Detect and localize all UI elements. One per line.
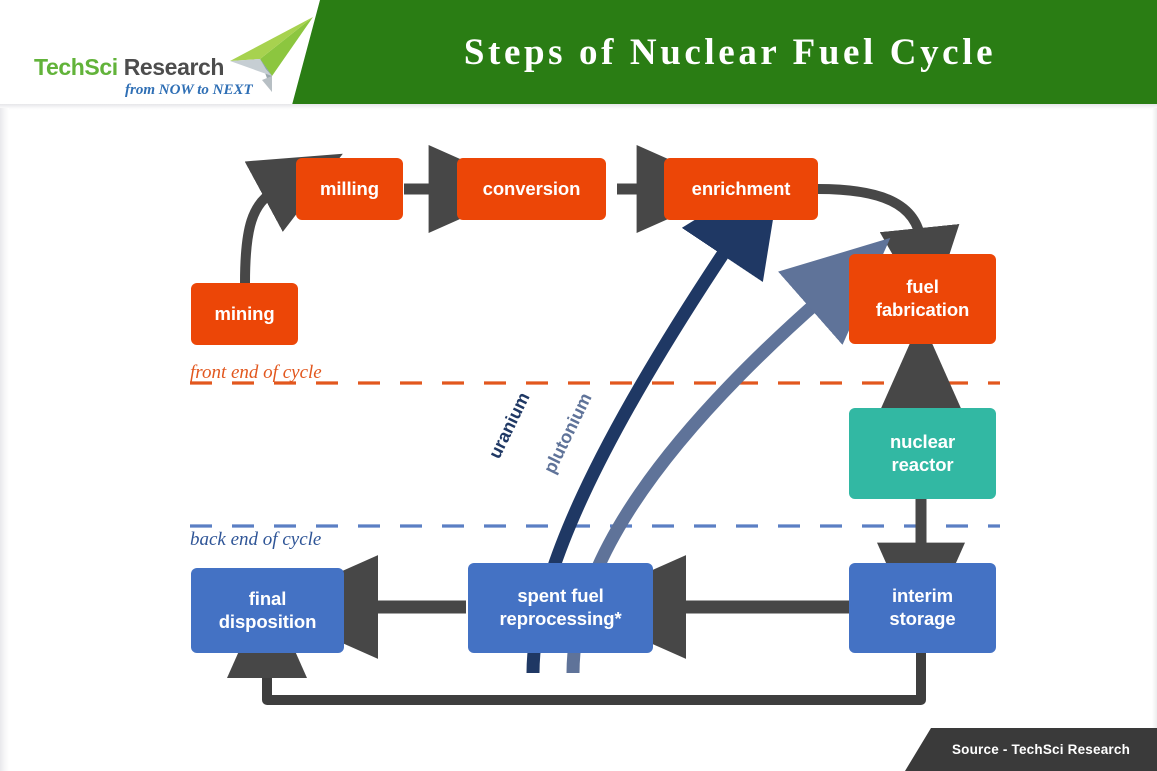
logo-techsci-text: TechSci xyxy=(34,54,118,80)
edge-mining-to-milling xyxy=(240,153,343,284)
node-enrichment[interactable]: enrichment xyxy=(664,158,818,220)
node-fuel-fabrication-label-line1: fuel xyxy=(906,276,939,298)
page-top-edge xyxy=(0,104,1157,110)
logo-swoosh-icon xyxy=(230,17,313,92)
back-end-of-cycle-label: back end of cycle xyxy=(190,529,322,550)
node-conversion[interactable]: conversion xyxy=(457,158,606,220)
page-title: Steps of Nuclear Fuel Cycle xyxy=(463,32,997,73)
node-conversion-label: conversion xyxy=(482,177,581,199)
source-label: Source - TechSci Research xyxy=(951,742,1131,757)
node-milling-label: milling xyxy=(320,177,379,199)
node-spent-fuel-reprocessing[interactable]: spent fuel reprocessing* xyxy=(468,563,653,653)
node-interim-storage-label-line1: interim xyxy=(892,585,953,607)
node-final-disposition-label-line1: final xyxy=(248,587,287,609)
front-end-of-cycle-label: front end of cycle xyxy=(190,362,322,383)
node-final-disposition-label-line2: disposition xyxy=(218,610,317,632)
node-spent-fuel-reprocessing-label-line1: spent fuel xyxy=(517,585,604,607)
edge-enrichment-to-fuelfab xyxy=(817,184,960,318)
techsci-logo: TechSci Research from NOW to NEXT xyxy=(30,14,313,98)
node-enrichment-label: enrichment xyxy=(691,177,791,199)
node-fuel-fabrication-label-line2: fabrication xyxy=(875,299,970,320)
logo-research-text: Research xyxy=(117,54,225,80)
node-milling[interactable]: milling xyxy=(296,158,403,220)
node-interim-storage[interactable]: interim storage xyxy=(849,563,996,653)
node-fuel-fabrication[interactable]: fuel fabrication xyxy=(849,254,996,344)
node-final-disposition[interactable]: final disposition xyxy=(191,568,344,653)
node-nuclear-reactor-label-line2: reactor xyxy=(891,453,954,475)
node-mining-label: mining xyxy=(214,302,275,324)
source-bar xyxy=(905,728,1157,771)
header-bar: TechSci Research from NOW to NEXT Steps … xyxy=(0,0,1157,105)
page-left-edge xyxy=(0,108,9,771)
nuclear-fuel-cycle-diagram: mining milling conversion enrichment fue… xyxy=(0,108,1157,723)
edge-interim-to-disposition-loop xyxy=(227,587,926,705)
node-nuclear-reactor[interactable]: nuclear reactor xyxy=(849,408,996,499)
logo-wordmark: TechSci Research xyxy=(34,54,224,81)
node-nuclear-reactor-label-line1: nuclear xyxy=(889,430,956,452)
page-right-edge xyxy=(1152,108,1157,771)
node-mining[interactable]: mining xyxy=(191,283,298,345)
node-interim-storage-label-line2: storage xyxy=(889,608,956,629)
logo-tagline: from NOW to NEXT xyxy=(125,82,253,98)
node-spent-fuel-reprocessing-label-line2: reprocessing* xyxy=(499,608,622,629)
header-green-band xyxy=(292,0,1157,105)
